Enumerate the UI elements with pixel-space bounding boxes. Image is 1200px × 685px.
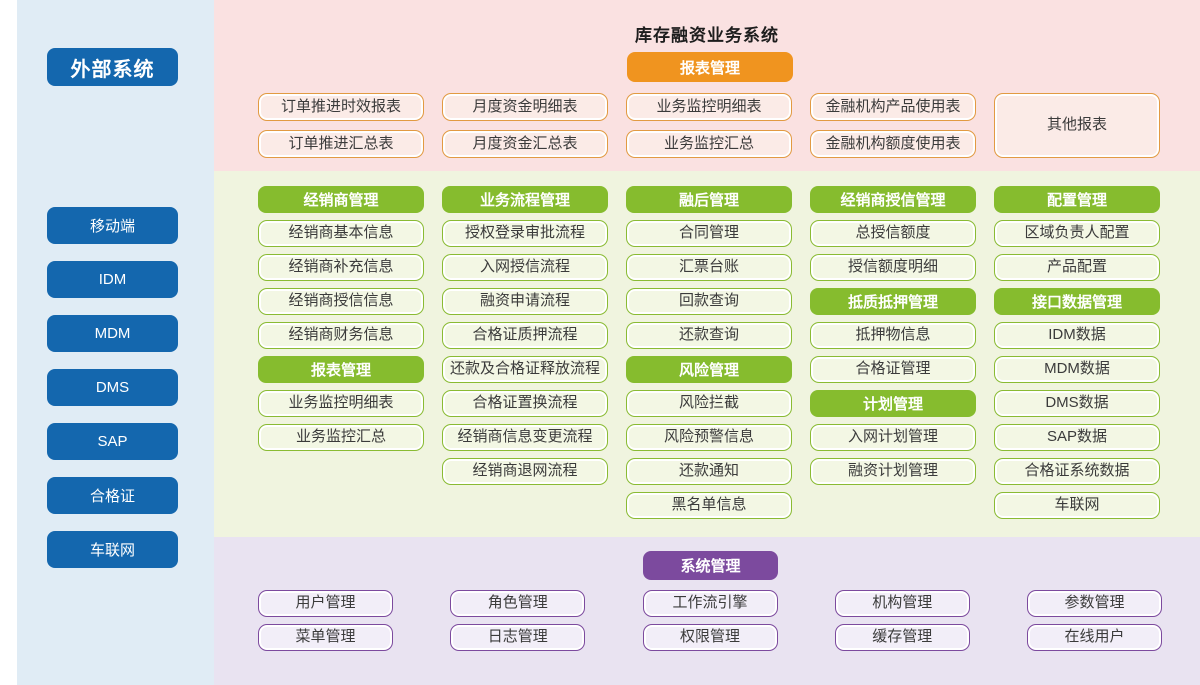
system-item: 菜单管理	[258, 624, 393, 651]
module-item: 还款通知	[626, 458, 792, 485]
external-systems-panel: 外部系统 移动端 IDM MDM DMS SAP 合格证车联网	[17, 0, 214, 685]
module-group-header: 经销商管理	[258, 186, 424, 213]
module-item: 经销商授信信息	[258, 288, 424, 315]
module-group-header: 报表管理	[258, 356, 424, 383]
reports-section: 库存融资业务系统 报表管理 订单推进时效报表月度资金明细表业务监控明细表金融机构…	[214, 0, 1200, 171]
module-group-header: 抵质抵押管理	[810, 288, 976, 315]
system-column-1: 用户管理菜单管理	[258, 590, 393, 651]
module-item: 抵押物信息	[810, 322, 976, 349]
module-item: 经销商信息变更流程	[442, 424, 608, 451]
module-group-header: 经销商授信管理	[810, 186, 976, 213]
modules-section: 经销商管理经销商基本信息经销商补充信息经销商授信信息经销商财务信息报表管理业务监…	[214, 171, 1200, 537]
sidebar-item-3: MDM	[47, 315, 178, 352]
system-item: 工作流引擎	[642, 590, 778, 617]
module-column-1: 经销商管理经销商基本信息经销商补充信息经销商授信信息经销商财务信息报表管理业务监…	[258, 186, 424, 537]
module-column-5: 配置管理区域负责人配置产品配置接口数据管理 IDM数据 MDM数据 DMS数据 SAP数…	[994, 186, 1160, 537]
external-systems-header: 外部系统	[47, 48, 178, 86]
module-item: MDM数据	[994, 356, 1160, 383]
system-column-2: 角色管理日志管理	[450, 590, 586, 651]
module-group-header: 接口数据管理	[994, 288, 1160, 315]
page-title: 库存融资业务系统	[635, 26, 779, 45]
module-group-header: 风险管理	[626, 356, 792, 383]
module-item: 经销商基本信息	[258, 220, 424, 247]
module-item: 合格证置换流程	[442, 390, 608, 417]
other-reports-box: 其他报表	[994, 93, 1160, 158]
system-column-3: 工作流引擎权限管理	[642, 590, 778, 651]
system-item: 角色管理	[450, 590, 586, 617]
external-systems-list: 移动端 IDM MDM DMS SAP 合格证车联网	[17, 207, 214, 568]
module-item: 风险拦截	[626, 390, 792, 417]
module-item: 入网授信流程	[442, 254, 608, 281]
module-item: 授权登录审批流程	[442, 220, 608, 247]
module-item: 车联网	[994, 492, 1160, 519]
system-item: 日志管理	[450, 624, 586, 651]
module-group-header: 业务流程管理	[442, 186, 608, 213]
report-box: 月度资金汇总表	[442, 130, 608, 158]
module-item: 风险预警信息	[626, 424, 792, 451]
report-box: 订单推进时效报表	[258, 93, 424, 121]
module-item: 合格证质押流程	[442, 322, 608, 349]
system-item: 机构管理	[834, 590, 970, 617]
system-item: 用户管理	[258, 590, 393, 617]
module-item: SAP数据	[994, 424, 1160, 451]
module-item: 合格证管理	[810, 356, 976, 383]
module-item: 合同管理	[626, 220, 792, 247]
module-column-2: 业务流程管理授权登录审批流程入网授信流程融资申请流程合格证质押流程还款及合格证释…	[442, 186, 608, 537]
module-item: IDM数据	[994, 322, 1160, 349]
module-item: 还款查询	[626, 322, 792, 349]
system-section: 系统管理 用户管理菜单管理角色管理日志管理工作流引擎权限管理机构管理缓存管理参数…	[214, 537, 1200, 685]
report-management-header: 报表管理	[627, 52, 793, 82]
report-box: 业务监控明细表	[626, 93, 792, 121]
module-item: 黑名单信息	[626, 492, 792, 519]
module-item: DMS数据	[994, 390, 1160, 417]
sidebar-item-4: DMS	[47, 369, 178, 406]
module-item: 融资计划管理	[810, 458, 976, 485]
module-item: 业务监控汇总	[258, 424, 424, 451]
sidebar-item-2: IDM	[47, 261, 178, 298]
report-box: 月度资金明细表	[442, 93, 608, 121]
module-item: 授信额度明细	[810, 254, 976, 281]
module-item: 区域负责人配置	[994, 220, 1160, 247]
report-box: 订单推进汇总表	[258, 130, 424, 158]
system-item: 缓存管理	[834, 624, 970, 651]
system-item: 权限管理	[642, 624, 778, 651]
module-item: 汇票台账	[626, 254, 792, 281]
system-management-header: 系统管理	[643, 551, 778, 580]
module-item: 总授信额度	[810, 220, 976, 247]
main-diagram: 库存融资业务系统 报表管理 订单推进时效报表月度资金明细表业务监控明细表金融机构…	[214, 0, 1200, 685]
report-grid: 订单推进时效报表月度资金明细表业务监控明细表金融机构产品使用表订单推进汇总表月度…	[258, 93, 1160, 158]
report-box: 金融机构产品使用表	[810, 93, 976, 121]
module-column-3: 融后管理合同管理汇票台账回款查询还款查询风险管理风险拦截风险预警信息还款通知黑名…	[626, 186, 792, 537]
sidebar-item-1: 移动端	[47, 207, 178, 244]
module-item: 经销商补充信息	[258, 254, 424, 281]
module-item: 入网计划管理	[810, 424, 976, 451]
module-item: 还款及合格证释放流程	[442, 356, 608, 383]
module-item: 产品配置	[994, 254, 1160, 281]
module-column-4: 经销商授信管理总授信额度授信额度明细抵质抵押管理抵押物信息合格证管理计划管理入网…	[810, 186, 976, 537]
module-item: 合格证系统数据	[994, 458, 1160, 485]
sidebar-item-7: 车联网	[47, 531, 178, 568]
system-column-4: 机构管理缓存管理	[834, 590, 970, 651]
module-group-header: 融后管理	[626, 186, 792, 213]
module-item: 融资申请流程	[442, 288, 608, 315]
report-box: 业务监控汇总	[626, 130, 792, 158]
system-item: 参数管理	[1027, 590, 1162, 617]
module-item: 业务监控明细表	[258, 390, 424, 417]
report-box: 金融机构额度使用表	[810, 130, 976, 158]
module-item: 回款查询	[626, 288, 792, 315]
system-grid: 用户管理菜单管理角色管理日志管理工作流引擎权限管理机构管理缓存管理参数管理在线用…	[258, 590, 1162, 651]
sidebar-item-5: SAP	[47, 423, 178, 460]
system-column-5: 参数管理在线用户	[1027, 590, 1162, 651]
module-item: 经销商退网流程	[442, 458, 608, 485]
system-item: 在线用户	[1027, 624, 1162, 651]
module-group-header: 计划管理	[810, 390, 976, 417]
module-group-header: 配置管理	[994, 186, 1160, 213]
sidebar-item-6: 合格证	[47, 477, 178, 514]
module-item: 经销商财务信息	[258, 322, 424, 349]
